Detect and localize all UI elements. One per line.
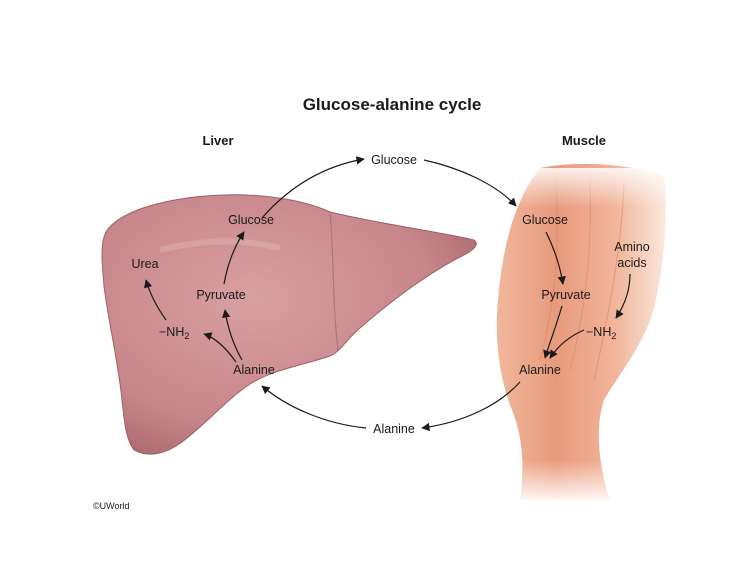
arrow-muscle-amino-to-nh2	[615, 273, 631, 319]
arrow-liver-alanine-to-nh2	[203, 332, 237, 363]
liver-glucose-label: Glucose	[228, 213, 274, 227]
arrow-muscle-nh2-to-alanine	[549, 329, 585, 359]
arrow-blood-glucose-to-muscle	[423, 159, 517, 207]
blood-alanine-label: Alanine	[373, 422, 415, 436]
liver-alanine-label: Alanine	[233, 363, 275, 377]
liver-nh2-subscript: 2	[184, 331, 189, 341]
muscle-header: Muscle	[562, 133, 606, 148]
liver-nh2-label: −NH2	[159, 325, 189, 341]
arrow-liver-alanine-to-pyruvate	[221, 309, 243, 361]
arrow-muscle-alanine-to-blood	[421, 381, 521, 432]
muscle-alanine-label: Alanine	[519, 363, 561, 377]
arrow-liver-nh2-to-urea	[144, 279, 167, 321]
muscle-amino-label-line2: acids	[617, 256, 646, 270]
muscle-amino-label-line1: Amino	[614, 240, 649, 254]
liver-nh2-prefix: −NH	[159, 325, 184, 339]
copyright-credit: ©UWorld	[93, 501, 129, 511]
liver-pyruvate-label: Pyruvate	[196, 288, 245, 302]
arrow-blood-alanine-to-liver	[261, 385, 367, 429]
muscle-nh2-subscript: 2	[611, 331, 616, 341]
liver-urea-label: Urea	[131, 257, 158, 271]
muscle-pyruvate-label: Pyruvate	[541, 288, 590, 302]
muscle-glucose-label: Glucose	[522, 213, 568, 227]
diagram-title: Glucose-alanine cycle	[303, 95, 482, 114]
arrow-liver-glucose-to-blood	[261, 156, 365, 219]
muscle-nh2-label: −NH2	[586, 325, 616, 341]
blood-glucose-label: Glucose	[371, 153, 417, 167]
arrow-muscle-pyruvate-to-alanine	[543, 305, 563, 359]
liver-illustration	[101, 194, 477, 455]
arrow-muscle-glucose-to-pyruvate	[545, 231, 566, 285]
muscle-nh2-prefix: −NH	[586, 325, 611, 339]
liver-header: Liver	[202, 133, 233, 148]
arrow-liver-pyruvate-to-glucose	[223, 231, 245, 285]
